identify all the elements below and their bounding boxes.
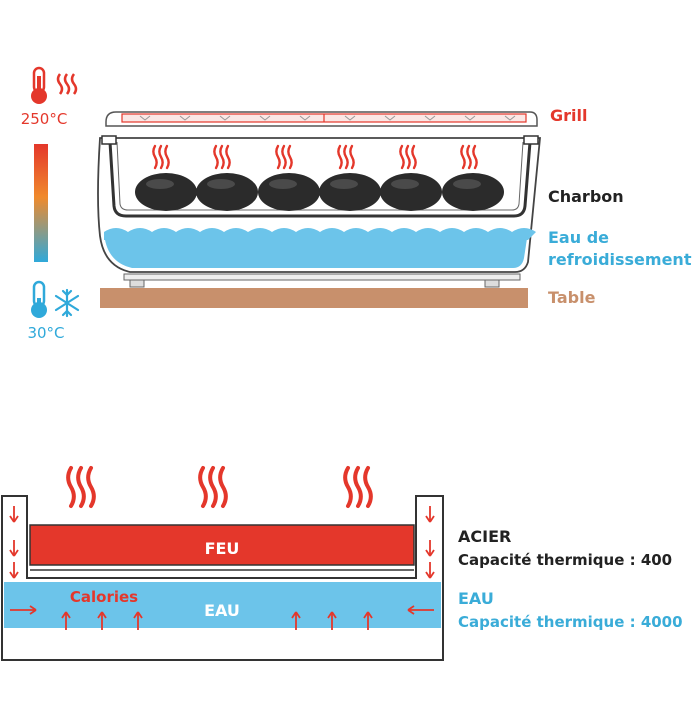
- water-waves: [104, 228, 536, 240]
- heat-wave: [66, 466, 76, 508]
- heat-wave: [76, 466, 86, 508]
- acier-label: ACIER: [458, 527, 512, 546]
- acier-capacity-label: Capacité thermique : 400: [458, 551, 673, 569]
- tray-foot-left: [129, 279, 145, 288]
- heat-wave: [152, 144, 158, 170]
- charcoal-piece: [319, 173, 381, 211]
- heat-wave: [225, 144, 231, 170]
- heat-wave: [460, 144, 466, 170]
- calorie-arrow-head: [363, 611, 373, 619]
- heat-wave: [219, 144, 225, 170]
- charcoal-highlight: [453, 179, 481, 189]
- eau-diagram-label: EAU: [204, 601, 240, 620]
- heat-wave: [405, 144, 411, 170]
- hot-temp-label: 250°C: [21, 110, 68, 128]
- charcoal-highlight: [146, 179, 174, 189]
- calorie-arrow-head: [407, 605, 415, 615]
- heat-wave: [349, 144, 355, 170]
- heat-waves-top: [152, 144, 478, 170]
- table-surface: [100, 288, 528, 308]
- calorie-arrow-head: [29, 605, 37, 615]
- calorie-arrow-head: [327, 611, 337, 619]
- calorie-arrow-head: [9, 515, 19, 523]
- grill-label: Grill: [550, 106, 588, 125]
- heat-wave: [164, 144, 170, 170]
- calorie-arrow-head: [291, 611, 301, 619]
- pan-rim-left: [101, 135, 117, 145]
- charbon-label: Charbon: [548, 187, 624, 206]
- charcoal-piece: [258, 173, 320, 211]
- heat-wave: [287, 144, 293, 170]
- charcoal-piece: [442, 173, 504, 211]
- charcoal-piece: [380, 173, 442, 211]
- calories-label: Calories: [70, 588, 138, 606]
- fire-block: [29, 524, 415, 566]
- calorie-arrow-head: [425, 549, 435, 557]
- heat-wave: [86, 466, 96, 508]
- heat-wave: [343, 144, 349, 170]
- feu-label: FEU: [205, 539, 240, 558]
- grill-v-marks: [139, 115, 516, 121]
- calorie-arrow-head: [133, 611, 143, 619]
- grill-grate: [105, 111, 538, 127]
- temperature-gradient-bar: [34, 144, 48, 262]
- snowflake-icon: [54, 288, 80, 318]
- heat-wave: [353, 466, 363, 508]
- charcoal-highlight: [269, 179, 297, 189]
- heat-wave: [399, 144, 405, 170]
- inner-pan: [108, 141, 532, 218]
- heat-wave: [343, 466, 353, 508]
- eau-refroidissement-label-line2: refroidissement: [548, 250, 692, 269]
- steel-cup-outline: [1, 495, 444, 661]
- heat-wave: [218, 466, 228, 508]
- charcoal-highlight: [207, 179, 235, 189]
- heat-wave: [363, 466, 373, 508]
- heat-wave: [281, 144, 287, 170]
- heat-wave: [275, 144, 281, 170]
- thermometer-cold-icon: [31, 280, 47, 318]
- charcoal-piece: [135, 173, 197, 211]
- charcoal-group: [135, 173, 504, 211]
- charcoal-highlight: [330, 179, 358, 189]
- cold-temp-label: 30°C: [27, 324, 64, 342]
- calorie-arrow-head: [97, 611, 107, 619]
- calorie-arrow-head: [9, 549, 19, 557]
- tray-foot-right: [484, 279, 500, 288]
- outer-tray-bottom: [123, 273, 521, 281]
- heat-wave: [208, 466, 218, 508]
- charcoal-piece: [196, 173, 258, 211]
- heat-wave: [158, 144, 164, 170]
- heat-wave: [337, 144, 343, 170]
- heat-waves-icon: [56, 73, 78, 95]
- heat-waves-bottom: [66, 466, 373, 508]
- eau-capacity-label: Capacité thermique : 4000: [458, 613, 683, 631]
- thermometer-hot-icon: [31, 66, 47, 104]
- cooling-water: [104, 232, 528, 268]
- eau-title-label: EAU: [458, 589, 494, 608]
- heat-wave: [472, 144, 478, 170]
- table-label: Table: [548, 288, 596, 307]
- pan-rim-right: [523, 135, 539, 145]
- calorie-arrow-head: [425, 571, 435, 579]
- calorie-arrow-head: [61, 611, 71, 619]
- calorie-arrow-head: [425, 515, 435, 523]
- calorie-arrow-head: [9, 571, 19, 579]
- heat-wave: [198, 466, 208, 508]
- calorie-arrows: [9, 506, 435, 630]
- eau-refroidissement-label-line1: Eau de: [548, 228, 609, 247]
- heat-wave: [466, 144, 472, 170]
- charcoal-highlight: [391, 179, 419, 189]
- heat-wave: [411, 144, 417, 170]
- heat-wave: [213, 144, 219, 170]
- inner-pan-inside: [116, 141, 524, 211]
